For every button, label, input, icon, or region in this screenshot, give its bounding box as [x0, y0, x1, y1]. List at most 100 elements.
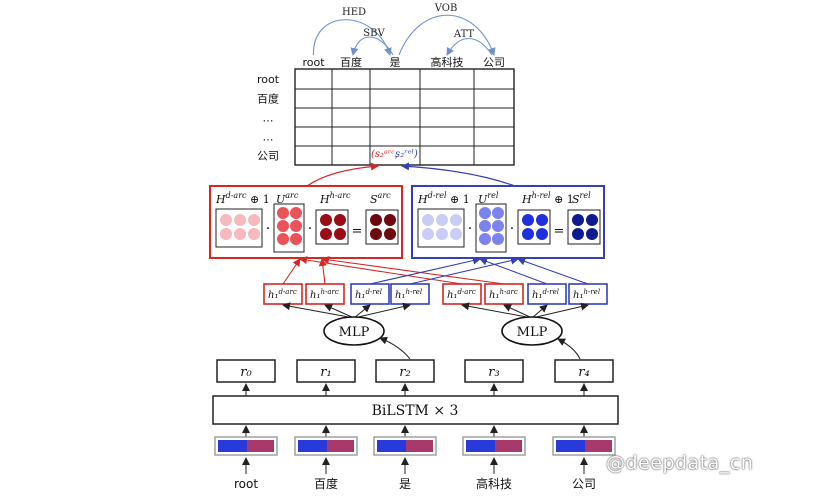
- mlp-output-arrow: [531, 302, 589, 319]
- weight-cell: [492, 207, 504, 219]
- mlp-output-arrow: [353, 304, 371, 319]
- matrix-col-label: 百度: [340, 55, 362, 69]
- vector-cell: [436, 214, 448, 226]
- hidden-state-label: r₂: [399, 365, 410, 380]
- score-cell: [572, 228, 584, 240]
- vector-cell: [220, 228, 232, 240]
- vector-cell: [234, 214, 246, 226]
- word-embedding-segment: [377, 440, 406, 452]
- input-word: 高科技: [476, 476, 512, 491]
- hidden-state-label: r₀: [240, 365, 252, 380]
- state-to-mlp-arrow: [557, 338, 581, 360]
- rel-score-arrow: [401, 162, 516, 187]
- vector-cell: [422, 228, 434, 240]
- weight-cell: [290, 233, 302, 245]
- matrix-col-label: 是: [390, 56, 401, 69]
- tag-embedding-segment: [495, 440, 522, 452]
- hidden-state-box: [296, 359, 356, 383]
- word-embedding-segment: [298, 440, 327, 452]
- weight-cell: [277, 233, 289, 245]
- dependency-arc-label: VOB: [434, 3, 458, 14]
- bilstm-label: BiLSTM × 3: [372, 403, 459, 419]
- mlp-output-label: h₁d-arc: [447, 288, 476, 301]
- mlp-output-label: h₁h-rel: [395, 288, 422, 301]
- input-word: 公司: [572, 477, 596, 491]
- weight-cell: [290, 220, 302, 232]
- score-cell: [370, 214, 382, 226]
- mlp-output-label: h₁h-rel: [573, 288, 600, 301]
- arc-connection: [321, 255, 505, 285]
- score-cell: [586, 228, 598, 240]
- tag-embedding-segment: [327, 440, 354, 452]
- rel-connection: [479, 257, 548, 285]
- rel-connection: [517, 257, 589, 285]
- score-cell: [384, 228, 396, 240]
- score-cell: [586, 214, 598, 226]
- score-cell-arc: (s₂ᵃʳᶜ,: [371, 149, 398, 160]
- mlp-output-label: h₁h-arc: [489, 288, 518, 301]
- equals-operator: =: [554, 224, 565, 239]
- matrix-row-label: …: [263, 131, 274, 144]
- score-cell: [370, 228, 382, 240]
- vector-cell: [320, 214, 332, 226]
- hidden-state-label: r₄: [578, 365, 589, 380]
- bilstm-box: [212, 395, 619, 425]
- hidden-state-label: r₁: [320, 365, 331, 380]
- vector-cell: [234, 228, 246, 240]
- matrix-row-label: 百度: [257, 92, 279, 106]
- bilstm-hidden-states: r₀ r₁ r₂ r₃ r₄: [216, 359, 614, 396]
- vector-cell: [422, 214, 434, 226]
- mlp-output-label: h₁d-rel: [355, 288, 382, 301]
- vector-cell: [536, 214, 548, 226]
- word-embedding-segment: [466, 440, 495, 452]
- mlp-output-arrow: [353, 302, 411, 319]
- mlp-output-arrow: [531, 304, 548, 319]
- vector-cell: [248, 228, 260, 240]
- hidden-state-label: r₃: [488, 365, 499, 380]
- hidden-state-box: [375, 359, 435, 383]
- dot-operator: ·: [266, 221, 270, 237]
- vector-cell: [436, 228, 448, 240]
- mlp-ellipse: [501, 316, 563, 346]
- score-cell-rel: s₂ʳᵉˡ): [395, 149, 418, 160]
- mlp-output-arrow: [324, 304, 355, 319]
- dependency-arc-label: HED: [342, 7, 366, 18]
- matrix-col-label: 高科技: [431, 55, 464, 69]
- biaffine-matrix-label: Urel: [478, 191, 499, 206]
- tag-embedding-segment: [585, 440, 612, 452]
- hidden-state-box: [464, 359, 524, 383]
- mlp-output-label: h₁d-rel: [532, 288, 559, 301]
- mlp-label: MLP: [339, 325, 370, 340]
- score-cell: [572, 214, 584, 226]
- mlp-ellipse: [323, 316, 385, 346]
- matrix-row-label: 公司: [257, 150, 279, 163]
- vector-cell: [220, 214, 232, 226]
- tag-embedding-segment: [406, 440, 433, 452]
- vector-cell: [522, 214, 534, 226]
- weight-cell: [479, 220, 491, 232]
- equals-operator: =: [352, 224, 363, 239]
- word-embedding-segment: [218, 440, 247, 452]
- matrix-col-label: root: [302, 56, 325, 69]
- mlp-output-label: h₁h-arc: [310, 288, 339, 301]
- biaffine-matrix-label: Sarc: [370, 191, 391, 206]
- input-word: 百度: [314, 476, 338, 491]
- vector-cell: [334, 228, 346, 240]
- mlp-output-box: [484, 283, 524, 305]
- weight-cell: [492, 220, 504, 232]
- biaffine-matrix-label: Uarc: [276, 191, 299, 206]
- dependency-arc: [398, 14, 496, 56]
- mlp-output-arrow: [461, 302, 533, 319]
- hidden-state-box: [554, 359, 614, 383]
- weight-cell: [290, 207, 302, 219]
- dependency-arc: [312, 19, 392, 56]
- vector-cell: [248, 214, 260, 226]
- vector-cell: [536, 228, 548, 240]
